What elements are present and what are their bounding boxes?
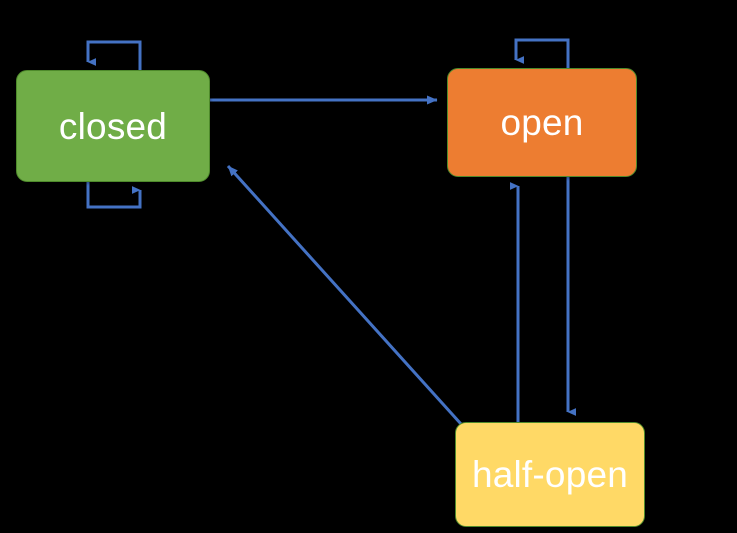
state-node-closed[interactable]: closed xyxy=(16,70,210,182)
edge-closed-self-bottom xyxy=(86,182,142,209)
edge-half-open-to-closed xyxy=(226,164,463,426)
state-label-closed: closed xyxy=(58,105,168,147)
state-label-open: open xyxy=(500,102,584,143)
edge-closed-self-top xyxy=(86,40,142,70)
state-label-half-open: half-open xyxy=(471,454,629,495)
state-node-half-open[interactable]: half-open xyxy=(455,422,645,527)
edge-open-self-top xyxy=(514,38,570,68)
state-node-open[interactable]: open xyxy=(447,68,637,177)
